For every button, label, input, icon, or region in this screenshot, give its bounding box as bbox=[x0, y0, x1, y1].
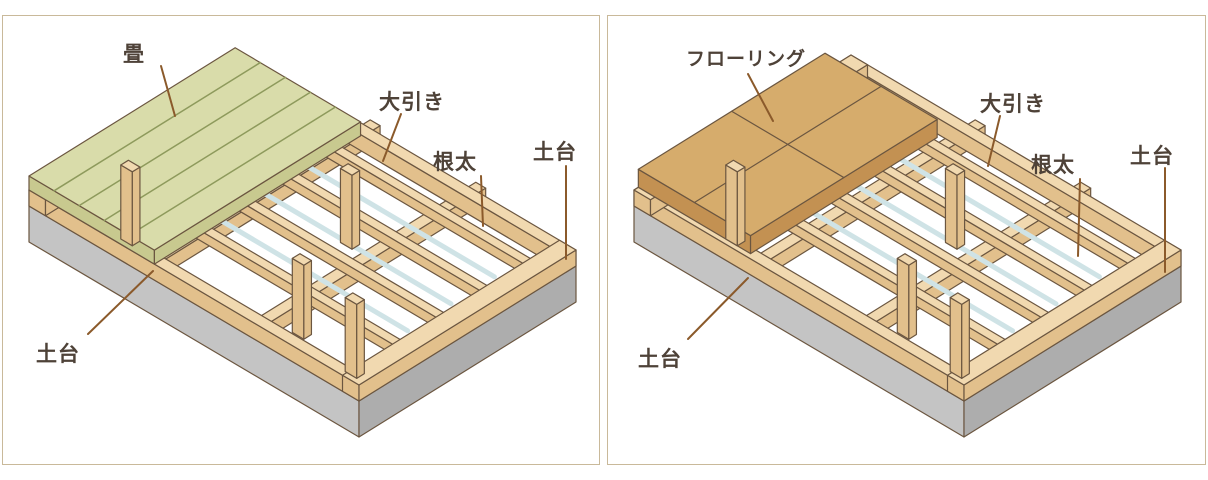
post bbox=[896, 253, 918, 266]
tatami-mat bbox=[28, 47, 362, 251]
post-side bbox=[120, 164, 133, 247]
tatami-seam bbox=[53, 61, 261, 192]
tatami-floor-illustration bbox=[28, 47, 577, 438]
post-front bbox=[961, 299, 970, 379]
post bbox=[339, 163, 361, 176]
label-tatami: 畳 bbox=[123, 42, 145, 66]
post-front bbox=[956, 169, 966, 250]
post-front bbox=[131, 166, 141, 247]
label-neda: 根太 bbox=[1031, 153, 1075, 177]
label-obiki: 大引き bbox=[980, 92, 1046, 116]
tatami-seam bbox=[78, 76, 287, 207]
label-neda: 根太 bbox=[433, 150, 477, 174]
flooring-floor-illustration bbox=[633, 52, 1182, 438]
leader-line bbox=[480, 175, 484, 227]
post-side bbox=[949, 296, 963, 379]
dodai-sill bbox=[341, 239, 577, 386]
post bbox=[120, 159, 141, 173]
flooring-floor-panel: フローリング 大引き 根太 土台 土台 bbox=[607, 15, 1206, 465]
post bbox=[291, 253, 313, 266]
post-front bbox=[351, 169, 361, 250]
label-dodai-left: 土台 bbox=[36, 342, 80, 366]
post bbox=[944, 163, 966, 176]
label-flooring: フローリング bbox=[686, 48, 807, 70]
leader-line bbox=[687, 277, 749, 340]
post bbox=[344, 292, 365, 305]
post-side bbox=[725, 164, 738, 247]
dodai-sill-front bbox=[358, 249, 577, 402]
post-front bbox=[356, 299, 365, 379]
post-side bbox=[339, 167, 353, 250]
label-dodai-left: 土台 bbox=[638, 347, 682, 371]
leader-line bbox=[987, 115, 1001, 167]
post-side bbox=[344, 296, 358, 379]
post bbox=[725, 159, 746, 173]
leader-line bbox=[382, 113, 402, 162]
post-front bbox=[303, 259, 313, 340]
label-obiki: 大引き bbox=[379, 90, 445, 114]
leader-line bbox=[160, 65, 176, 117]
flooring-seam bbox=[731, 110, 845, 179]
tatami-floor-panel: 畳 大引き 根太 土台 土台 bbox=[2, 15, 600, 465]
label-dodai-right: 土台 bbox=[1130, 144, 1174, 168]
post-side bbox=[896, 257, 910, 340]
tatami-seam bbox=[128, 106, 337, 237]
post bbox=[949, 292, 970, 305]
post-side bbox=[944, 167, 958, 250]
leader-line bbox=[87, 270, 154, 335]
post-side bbox=[291, 257, 305, 340]
post-front bbox=[736, 166, 746, 247]
dodai-sill-front bbox=[963, 249, 1182, 402]
post-front bbox=[908, 259, 918, 340]
label-dodai-right: 土台 bbox=[533, 140, 577, 164]
leader-line bbox=[747, 73, 774, 122]
leader-line bbox=[1077, 178, 1081, 257]
